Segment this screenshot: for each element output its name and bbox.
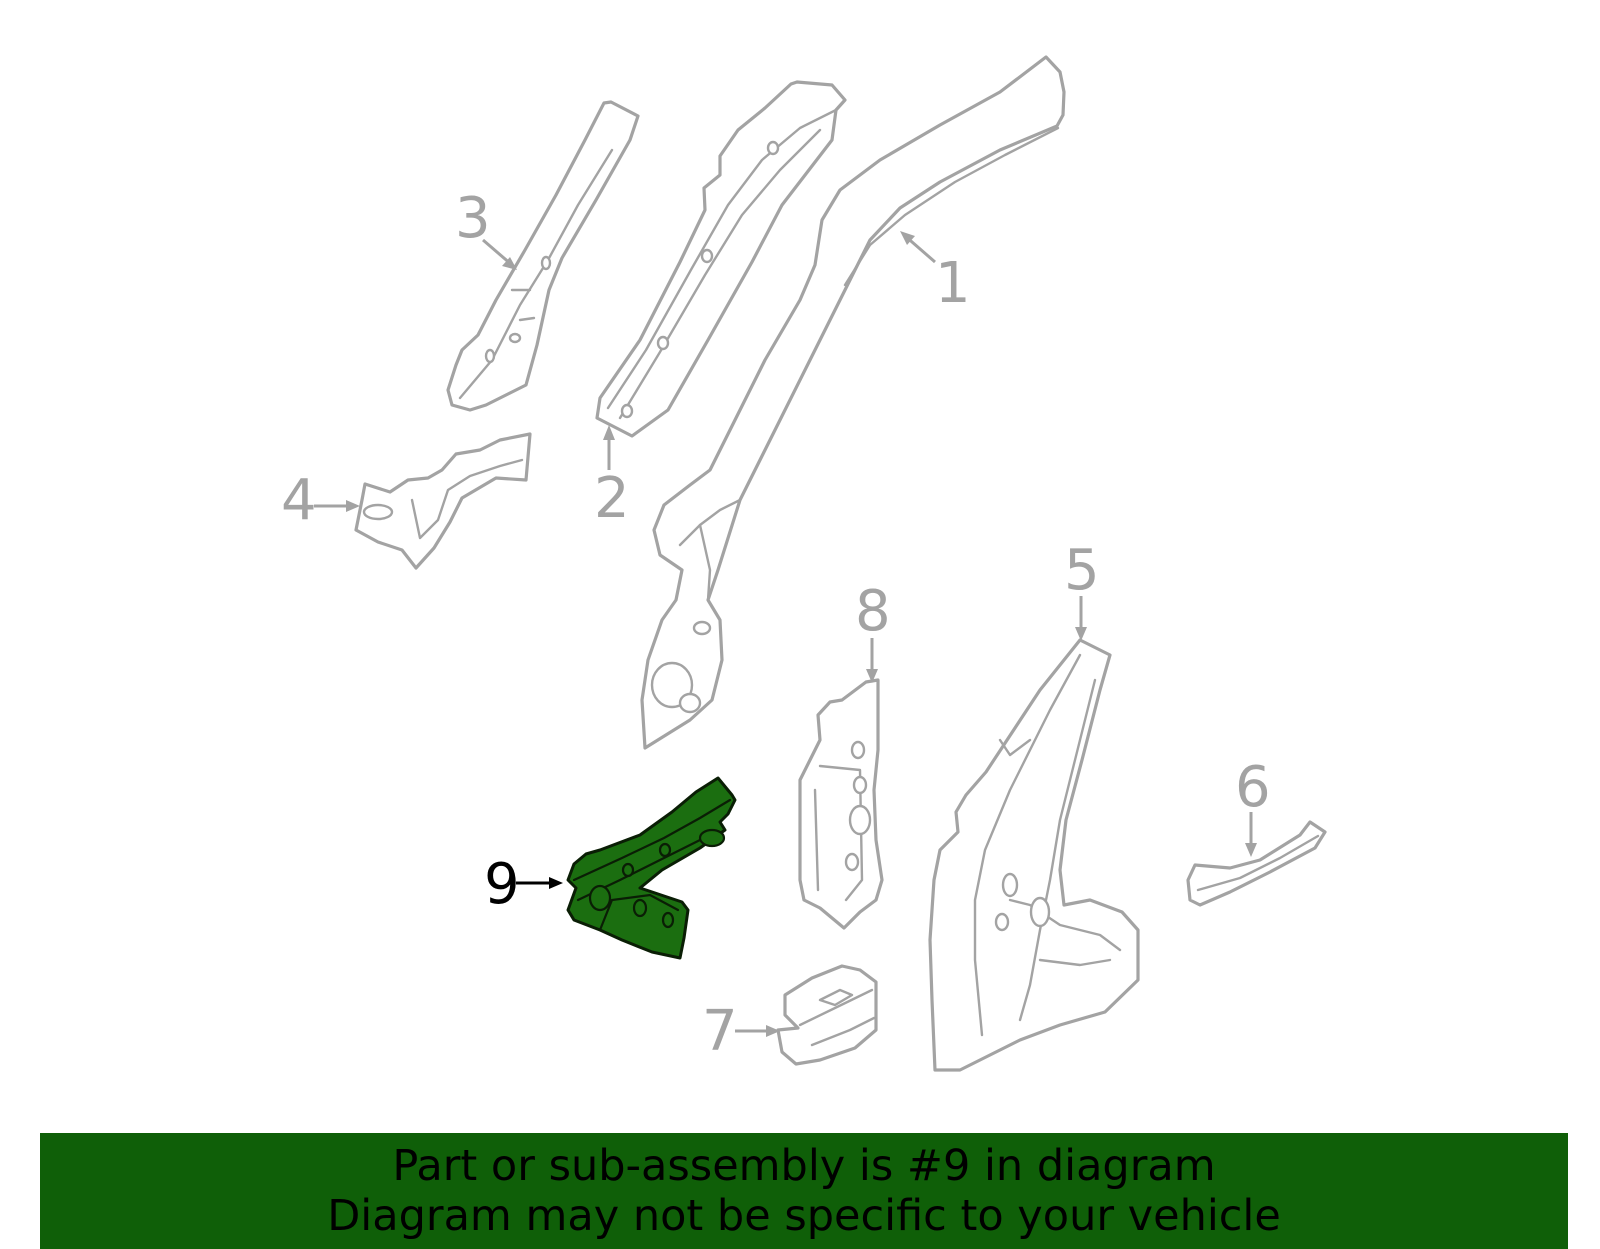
part-4[interactable] bbox=[354, 432, 532, 570]
part-5[interactable] bbox=[928, 638, 1140, 1072]
callout-7: 7 bbox=[702, 999, 738, 1064]
info-banner: Part or sub-assembly is #9 in diagram Di… bbox=[40, 1133, 1568, 1249]
leader-1 bbox=[900, 231, 936, 264]
part-7[interactable] bbox=[776, 964, 878, 1066]
part-6[interactable] bbox=[1186, 820, 1327, 907]
part-1[interactable] bbox=[640, 55, 1066, 750]
callout-1: 1 bbox=[935, 251, 971, 316]
part-3[interactable] bbox=[446, 100, 640, 412]
part-9[interactable] bbox=[566, 776, 737, 960]
callout-9: 9 bbox=[484, 852, 520, 917]
leader-9 bbox=[516, 877, 563, 889]
leader-7 bbox=[735, 1025, 780, 1037]
part-2[interactable] bbox=[595, 80, 847, 438]
callout-4: 4 bbox=[281, 468, 317, 533]
leader-2 bbox=[603, 425, 615, 470]
callout-5: 5 bbox=[1064, 538, 1100, 603]
leader-3 bbox=[482, 238, 517, 270]
banner-line-1: Part or sub-assembly is #9 in diagram bbox=[392, 1141, 1216, 1191]
part-8[interactable] bbox=[798, 678, 884, 930]
callout-8: 8 bbox=[855, 579, 891, 644]
leader-6 bbox=[1245, 812, 1257, 857]
leader-4 bbox=[314, 500, 360, 512]
callout-6: 6 bbox=[1235, 755, 1271, 820]
banner-line-2: Diagram may not be specific to your vehi… bbox=[327, 1191, 1281, 1241]
callout-3: 3 bbox=[455, 186, 491, 251]
leader-5 bbox=[1075, 596, 1087, 641]
callout-2: 2 bbox=[594, 466, 630, 531]
leader-8 bbox=[866, 638, 878, 683]
